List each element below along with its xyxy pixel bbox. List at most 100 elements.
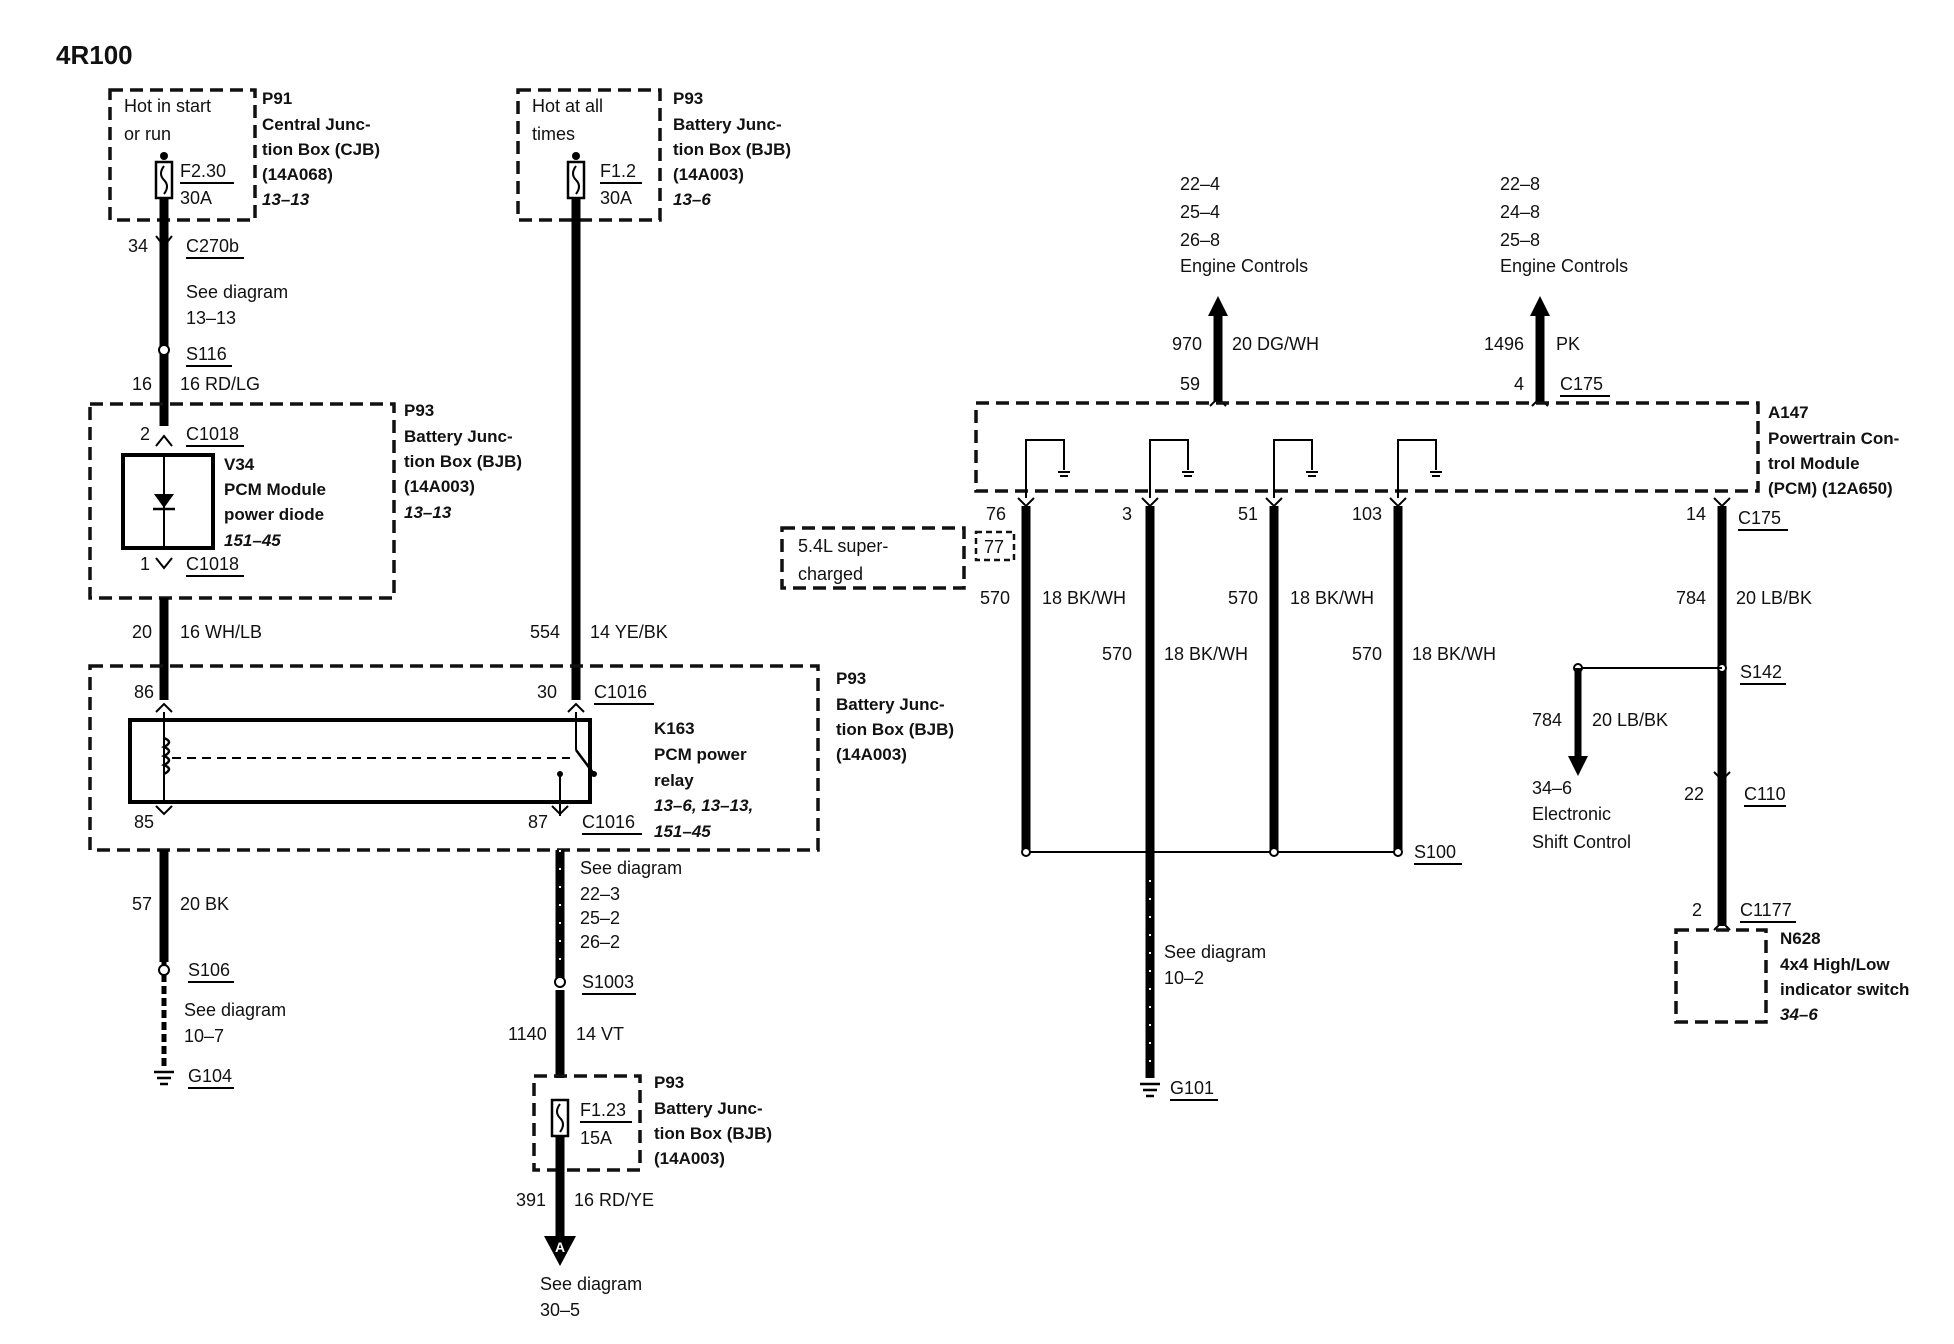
option-pin-77: 77 [984, 537, 1004, 557]
relay-pin-87: 87 [528, 812, 548, 832]
ec1-ref-2: 25–4 [1180, 202, 1220, 222]
branch-circuit-784: 784 [1532, 710, 1562, 730]
pcm-box-outline [974, 401, 1760, 493]
wire-570-c: 18 BK/WH [1290, 588, 1374, 608]
connector-chevron-icon [155, 557, 173, 570]
bjb-label-line-3: tion Box (BJB) [673, 140, 791, 159]
diode-box-label-line-4: (14A003) [404, 477, 475, 496]
wire-570-a: 18 BK/WH [1042, 588, 1126, 608]
f123-label-line-2: Battery Junc- [654, 1099, 763, 1118]
fuse-f2-30-id: F2.30 [180, 161, 226, 181]
connector-chevron-icon [567, 702, 585, 713]
diode-ref: 151–45 [224, 531, 281, 550]
internal-ground-trace [1397, 439, 1437, 498]
circuit-1140: 1140 [508, 1024, 547, 1044]
center-path-group: See diagram 22–3 25–2 26–2 S1003 1140 14… [508, 850, 682, 1078]
fuse-element-icon [572, 165, 580, 195]
bjb-label-line-1: P93 [673, 89, 703, 108]
c270b-label: C270b [186, 236, 239, 256]
wire-554-label: 14 YE/BK [590, 622, 668, 642]
pcm-label-line-2: Powertrain Con- [1768, 429, 1899, 448]
relay-box-label-line-4: (14A003) [836, 745, 907, 764]
c1177-pin: 2 [1692, 900, 1702, 920]
cjb-label-line-4: (14A068) [262, 165, 333, 184]
branch-wire-784: 20 LB/BK [1592, 710, 1668, 730]
pcm-pin-14: 14 [1686, 504, 1706, 524]
s106-label: S106 [188, 960, 230, 980]
cjb-label-line-3: tion Box (CJB) [262, 140, 380, 159]
ec1-ref-1: 22–4 [1180, 174, 1220, 194]
c1016-top-label: C1016 [594, 682, 647, 702]
fuse-f1-2-rating: 30A [600, 188, 632, 208]
connector-chevron-icon [155, 434, 173, 447]
cjb-fuse-box-outline [108, 88, 257, 222]
see-diagram-30-5-line-2: 30–5 [540, 1300, 580, 1320]
switch-label-line-3: indicator switch [1780, 980, 1909, 999]
internal-ground-trace [1025, 439, 1065, 498]
arrow-down-icon [1568, 756, 1588, 776]
pcm-pin-103: 103 [1352, 504, 1382, 524]
pcm-label-line-1: A147 [1768, 403, 1809, 422]
connector-chevron-icon [155, 235, 173, 248]
c1018-pin-2: 2 [140, 424, 150, 444]
relay-switch-icon [575, 749, 595, 775]
fuse-element-icon [556, 1103, 564, 1133]
wire-391-label: 16 RD/YE [574, 1190, 654, 1210]
splice-dot [160, 152, 168, 160]
relay-label-line-2: PCM power [654, 745, 747, 764]
s1003-label: S1003 [582, 972, 634, 992]
f123-label-line-3: tion Box (BJB) [654, 1124, 772, 1143]
wire-570-d: 18 BK/WH [1412, 644, 1496, 664]
cjb-ref: 13–13 [262, 190, 310, 209]
arrow-up-icon [1530, 296, 1550, 316]
circuit-554: 554 [530, 622, 560, 642]
diode-box-group: 2 C1018 V34 PCM Module power diode 151–4… [88, 401, 522, 600]
bjb-diode-box-outline [88, 402, 396, 600]
c1016-bottom-label: C1016 [582, 812, 635, 832]
connector-a-arrow-icon [544, 1236, 576, 1266]
relay-coil-icon [160, 736, 171, 776]
f123-label-line-4: (14A003) [654, 1149, 725, 1168]
g104-label: G104 [188, 1066, 232, 1086]
pcm-pin-59: 59 [1180, 374, 1200, 394]
supercharged-line-2: charged [798, 564, 863, 584]
s142-label: S142 [1740, 662, 1782, 682]
see-diagram-center-line-3: 25–2 [580, 908, 620, 928]
diode-label-line-1: V34 [224, 455, 255, 474]
bjb-label-line-2: Battery Junc- [673, 115, 782, 134]
internal-ground-trace [1149, 439, 1189, 498]
arrow-up-icon [1208, 296, 1228, 316]
pcm-pin-76: 76 [986, 504, 1006, 524]
pcm-group: A147 Powertrain Con- trol Module (PCM) (… [780, 401, 1899, 590]
relay-box-group: 86 30 C1016 85 87 C1016 K163 PCM power r… [88, 664, 954, 852]
fuse-f1-23-rating: 15A [580, 1128, 612, 1148]
c110-pin: 22 [1684, 784, 1704, 804]
circuit-1496: 1496 [1484, 334, 1524, 354]
circuit-570-b: 570 [1102, 644, 1132, 664]
connector-chevron-icon [155, 805, 173, 816]
relay-box-label-line-1: P93 [836, 669, 866, 688]
pcm-label-line-4: (PCM) (12A650) [1768, 479, 1893, 498]
bjb-relay-box-outline [88, 664, 820, 852]
diode-box-label-line-1: P93 [404, 401, 434, 420]
switch-label-line-1: N628 [1780, 929, 1821, 948]
ec2-ref-1: 22–8 [1500, 174, 1540, 194]
shift-group: 784 20 LB/BK S142 784 20 LB/BK 34–6 Elec… [1532, 506, 1909, 1024]
always-hot-line-1: Hot at all [532, 96, 603, 116]
c175-bottom-label: C175 [1738, 508, 1781, 528]
connector-chevron-icon [1141, 497, 1159, 508]
wire-784-label: 20 LB/BK [1736, 588, 1812, 608]
hot-note-line-2: or run [124, 124, 171, 144]
bjb-f123-box-outline [532, 1074, 642, 1172]
esc-line-2: Electronic [1532, 804, 1611, 824]
option-pin-box [974, 530, 1016, 562]
see-diagram-30-5-line-1: See diagram [540, 1274, 642, 1294]
pcm-internal-grounds [1025, 439, 1442, 498]
fuse-f1-2-id: F1.2 [600, 161, 636, 181]
relay-ref-line-1: 13–6, 13–13, [654, 796, 753, 815]
relay-box-label-line-3: tion Box (BJB) [836, 720, 954, 739]
diode-housing [121, 453, 215, 550]
see-diagram-10-2-line-1: See diagram [1164, 942, 1266, 962]
fuse-f2-30-rating: 30A [180, 188, 212, 208]
